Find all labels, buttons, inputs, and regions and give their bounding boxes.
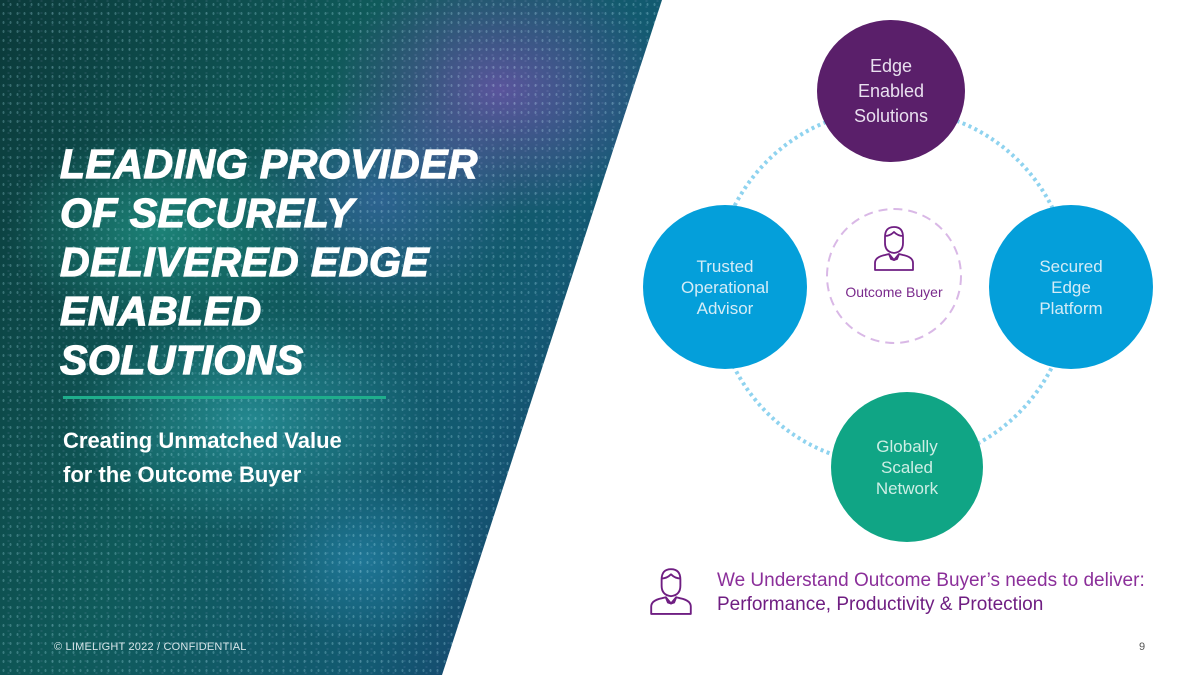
person-icon — [650, 568, 692, 615]
headline-line: LEADING PROVIDER — [59, 140, 479, 187]
node-label-line: Operational — [681, 277, 769, 297]
headline-line: OF SECURELY — [59, 189, 355, 236]
node-label-line: Solutions — [853, 105, 929, 126]
subtitle-line: for the Outcome Buyer — [63, 462, 302, 487]
node-label-line: Trusted — [696, 256, 754, 276]
divider-rule — [63, 396, 386, 399]
page-number: 9 — [1139, 641, 1146, 653]
node-label-line: Network — [875, 478, 939, 498]
node-secured-edge-platform: Secured Edge Platform — [989, 205, 1153, 369]
person-icon — [874, 226, 914, 271]
node-label-line: Edge — [869, 55, 913, 76]
node-trusted-operational-advisor: Trusted Operational Advisor — [643, 205, 807, 369]
node-label-line: Platform — [1039, 298, 1103, 318]
center-dashed-ring — [826, 208, 962, 344]
copyright-footer: © LIMELIGHT 2022 / CONFIDENTIAL — [54, 641, 247, 653]
node-label-line: Secured — [1039, 256, 1103, 276]
headline-line: ENABLED — [59, 287, 262, 334]
node-label-line: Edge — [1051, 277, 1091, 297]
subtitle-line: Creating Unmatched Value — [63, 428, 342, 453]
node-edge-enabled-solutions: Edge Enabled Solutions — [817, 20, 965, 162]
tagline-line-2: Performance, Productivity & Protection — [717, 594, 1044, 615]
subtitle: Creating Unmatched Value for the Outcome… — [63, 424, 342, 492]
headline-line: DELIVERED EDGE — [59, 238, 430, 285]
node-label-line: Scaled — [881, 457, 933, 477]
headline-line: SOLUTIONS — [59, 336, 304, 383]
node-globally-scaled-network: Globally Scaled Network — [831, 392, 983, 542]
headline: LEADING PROVIDER OF SECURELY DELIVERED E… — [59, 140, 479, 385]
node-label-line: Advisor — [696, 298, 754, 318]
node-label-line: Globally — [876, 436, 938, 456]
node-label-line: Enabled — [857, 80, 925, 101]
center-label: Outcome Buyer — [845, 284, 943, 300]
tagline-line-1: We Understand Outcome Buyer’s needs to d… — [717, 570, 1145, 591]
